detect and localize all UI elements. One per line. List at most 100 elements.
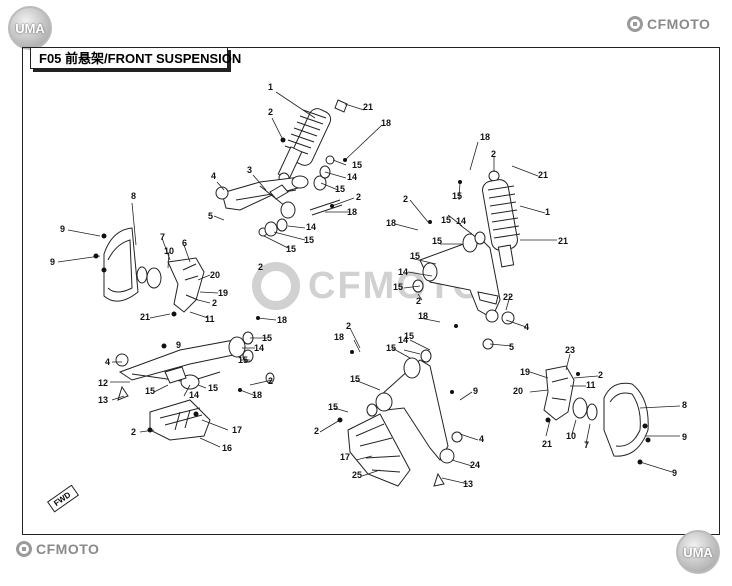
callout-14-e: 14 [456,216,466,226]
diagram-title-text: F05 前悬架/FRONT SUSPENSION [39,51,242,66]
callout-12: 12 [98,378,108,388]
right-lower-a-arm [366,338,494,487]
callout-9-e: 9 [682,432,687,442]
callout-15-j: 15 [441,215,451,225]
callout-13-b: 13 [463,479,473,489]
callout-15-b: 15 [335,184,345,194]
callout-4-d: 4 [479,434,484,444]
callout-9-d: 9 [473,386,478,396]
callout-4-b: 4 [105,357,110,367]
callout-15-g: 15 [145,386,155,396]
callout-15-k: 15 [432,236,442,246]
callout-14: 14 [347,172,357,182]
callout-2-d: 2 [212,298,217,308]
uma-logo-bottom: UMA [676,530,720,574]
cfmoto-brand-top: CFMOTO [627,16,710,32]
callout-15-i: 15 [452,191,462,201]
callout-9-c: 9 [176,340,181,350]
left-upper-a-arm [215,175,309,219]
callout-18-e: 18 [480,132,490,142]
callout-24: 24 [470,460,480,470]
left-shock-absorber [277,99,348,184]
callout-6: 6 [182,238,187,248]
callout-1: 1 [268,82,273,92]
cfmoto-brand-top-text: CFMOTO [647,16,711,32]
right-shock-absorber [482,170,521,268]
right-upper-a-arm [412,231,515,325]
callout-21-d: 21 [558,236,568,246]
leader-lines [57,91,681,485]
callout-1-b: 1 [545,207,550,217]
callout-7-b: 7 [584,440,589,450]
callout-15-e: 15 [262,333,272,343]
callout-2-c: 2 [258,262,263,272]
callout-18-f: 18 [386,218,396,228]
callout-10-b: 10 [566,431,576,441]
uma-logo-top-text: UMA [15,20,45,36]
left-lower-a-arm [115,331,275,401]
left-upper-bushings [258,155,343,237]
right-brake-disc [603,382,649,457]
callout-22: 22 [503,292,513,302]
callout-3: 3 [247,165,252,175]
callout-15-h: 15 [208,383,218,393]
callout-labels: 1 2 21 18 3 4 5 15 14 15 2 18 14 15 15 2… [50,82,687,489]
callout-14-d: 14 [189,390,199,400]
callout-11-b: 11 [586,380,596,390]
callout-15-p: 15 [350,374,360,384]
callout-21-e: 21 [542,439,552,449]
callout-19: 19 [218,288,228,298]
callout-21-b: 21 [140,312,150,322]
callout-2-l: 2 [598,370,603,380]
callout-15-m: 15 [393,282,403,292]
uma-logo-top: UMA [8,6,52,50]
callout-8: 8 [131,191,136,201]
fastener-dots [93,137,651,465]
cfmoto-logo-icon [627,16,643,32]
uma-logo-bottom-text: UMA [683,544,713,560]
callout-2-f: 2 [131,427,136,437]
callout-18-g: 18 [418,311,428,321]
callout-14-c: 14 [254,343,264,353]
cfmoto-brand-bottom-text: CFMOTO [36,541,100,557]
right-skid-plate [347,413,411,487]
left-steering-knuckle [136,257,205,313]
callout-18-c: 18 [277,315,287,325]
callout-5: 5 [208,211,213,221]
diagram-frame [22,47,720,535]
callout-23: 23 [565,345,575,355]
cfmoto-brand-bottom: CFMOTO [16,541,99,557]
callout-14-b: 14 [306,222,316,232]
diagram-title: F05 前悬架/FRONT SUSPENSION [30,47,241,69]
callout-15: 15 [352,160,362,170]
callout-2-h: 2 [403,194,408,204]
callout-11: 11 [205,314,215,324]
cfmoto-logo-bottom-icon [16,541,32,557]
callout-15-f: 15 [238,355,248,365]
callout-8-b: 8 [682,400,687,410]
callout-25: 25 [352,470,362,480]
callout-20: 20 [210,270,220,280]
callout-9-b: 9 [50,257,55,267]
callout-15-d: 15 [286,244,296,254]
cfmoto-watermark-icon [252,262,300,310]
callout-5-b: 5 [509,342,514,352]
callout-17-b: 17 [340,452,350,462]
callout-18-d: 18 [252,390,262,400]
callout-2-g: 2 [491,149,496,159]
callout-13: 13 [98,395,108,405]
callout-4-c: 4 [524,322,529,332]
callout-2-j: 2 [346,321,351,331]
callout-9: 9 [60,224,65,234]
callout-17: 17 [232,425,242,435]
callout-9-f: 9 [672,468,677,478]
callout-14-f: 14 [398,267,408,277]
callout-7: 7 [160,232,165,242]
callout-2: 2 [268,107,273,117]
callout-18-b: 18 [347,207,357,217]
callout-2-k: 2 [314,426,319,436]
callout-4: 4 [211,171,216,181]
callout-15-c: 15 [304,235,314,245]
